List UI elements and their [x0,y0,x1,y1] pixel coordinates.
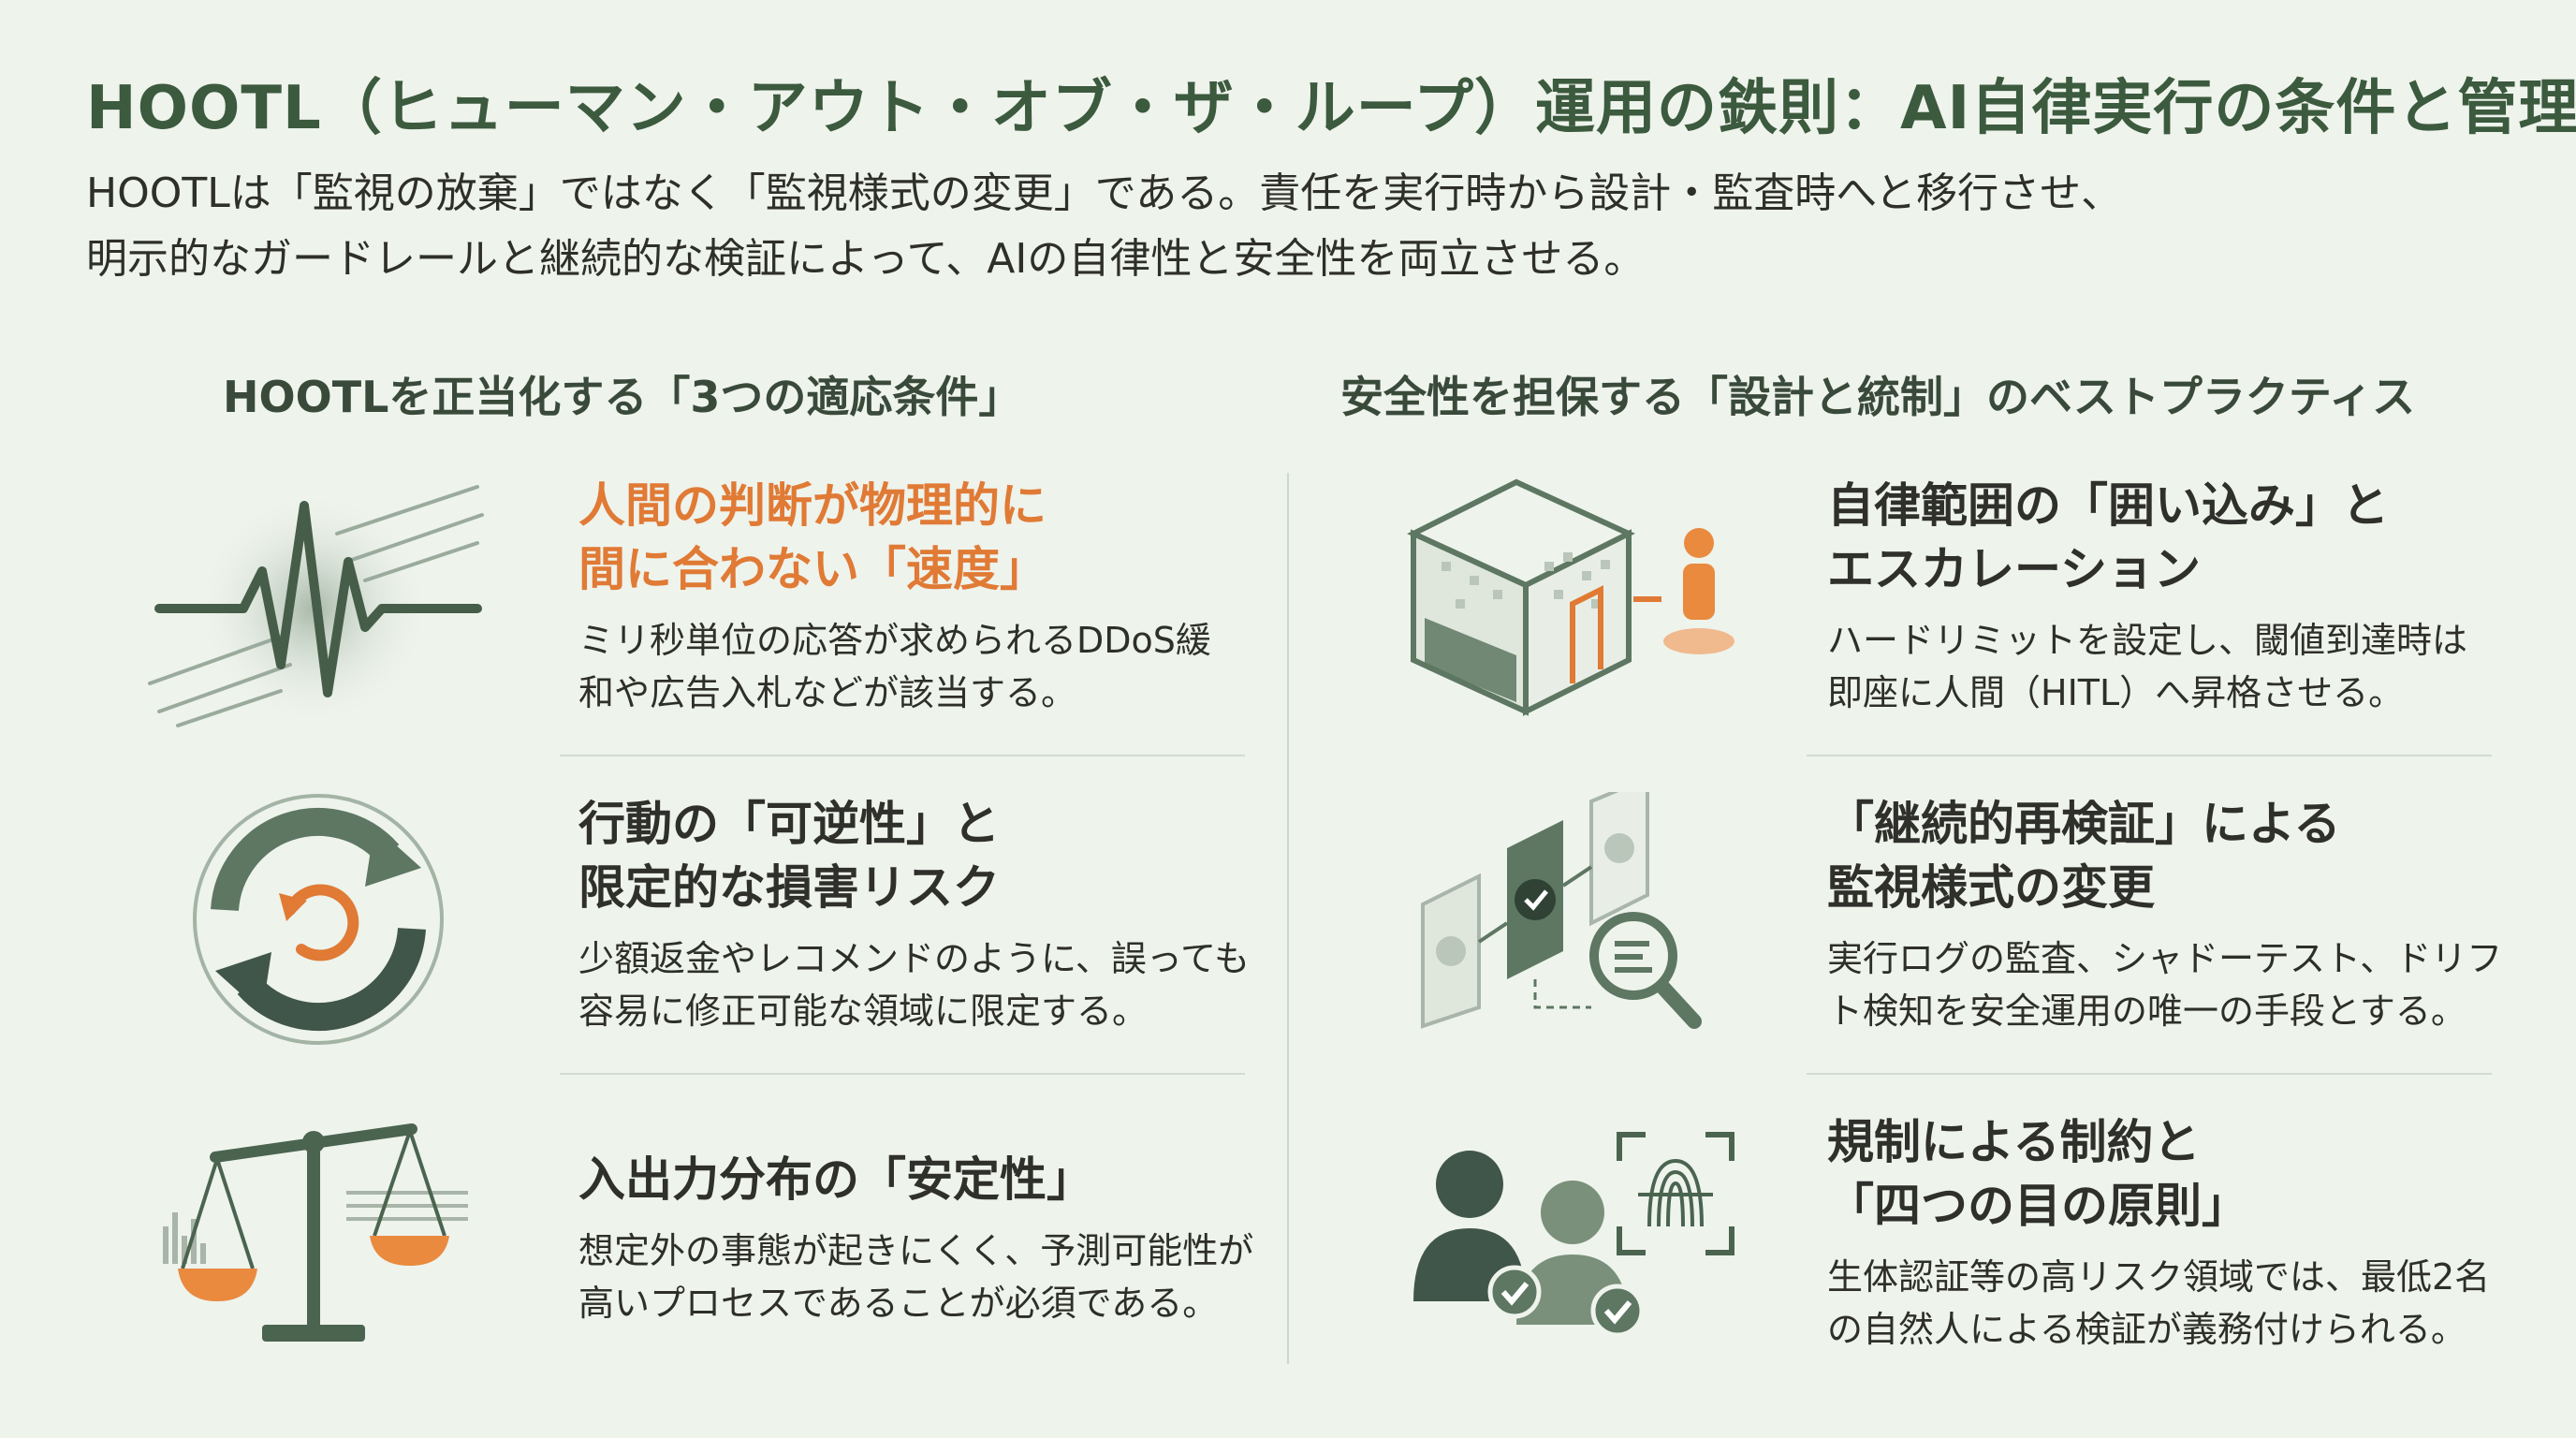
condition-stability: 入出力分布の「安定性」 想定外の事態が起きにくく、予測可能性が 高いプロセスであ… [578,1148,1253,1329]
subtitle-line-1: HOOTLは「監視の放棄」ではなく「監視様式の変更」である。責任を実行時から設計… [86,169,2123,217]
practice-bounding: 自律範囲の「囲い込み」と エスカレーション ハードリミットを設定し、閾値到達時は… [1827,474,2467,719]
condition-stability-desc: 想定外の事態が起きにくく、予測可能性が 高いプロセスであることが必須である。 [578,1230,1254,1324]
page-title: HOOTL（ヒューマン・アウト・オブ・ザ・ループ）運用の鉄則：AI自律実行の条件… [86,74,2576,143]
condition-speed-desc: ミリ秒単位の応答が求められるDDoS緩 和や広告入札などが該当する。 [578,620,1211,713]
condition-speed: 人間の判断が物理的に 間に合わない「速度」 ミリ秒単位の応答が求められるDDoS… [578,474,1211,719]
left-row-divider-1 [560,755,1245,756]
condition-reversibility: 行動の「可逆性」と 限定的な損害リスク 少額返金やレコメンドのように、誤っても … [578,792,1250,1037]
balance-scale-icon [159,1114,477,1357]
right-row-divider-2 [1807,1073,2492,1075]
practice-bounding-title: 自律範囲の「囲い込み」と エスカレーション [1827,478,2389,596]
practice-four-eyes: 規制による制約と 「四つの目の原則」 生体認証等の高リスク領域では、最低2名 の… [1827,1110,2490,1356]
bounded-cube-escalation-icon [1404,477,1741,730]
practice-revalidation: 「継続的再検証」による 監視様式の変更 実行ログの監査、シャドーテスト、ドリフ … [1827,792,2502,1037]
practice-revalidation-title: 「継続的再検証」による 監視様式の変更 [1827,797,2341,915]
log-audit-magnifier-icon [1413,775,1732,1045]
practice-bounding-desc: ハードリミットを設定し、閾値到達時は 即座に人間（HITL）へ昇格させる。 [1827,620,2468,713]
condition-speed-title: 人間の判断が物理的に 間に合わない「速度」 [578,478,1046,596]
reversible-cycle-icon [187,788,449,1050]
right-row-divider-1 [1807,755,2492,756]
left-row-divider-2 [560,1073,1245,1075]
condition-reversibility-title: 行動の「可逆性」と 限定的な損害リスク [578,797,1000,915]
column-divider [1287,473,1289,1364]
speed-waveform-icon [140,477,487,730]
left-column-heading: HOOTLを正当化する「3つの適応条件」 [223,372,1022,422]
condition-reversibility-desc: 少額返金やレコメンドのように、誤っても 容易に修正可能な領域に限定する。 [578,938,1251,1032]
two-person-fingerprint-icon [1404,1123,1741,1348]
practice-four-eyes-title: 規制による制約と 「四つの目の原則」 [1827,1115,2248,1233]
subtitle-line-2: 明示的なガードレールと継続的な検証によって、AIの自律性と安全性を両立させる。 [86,235,1646,283]
page-subtitle: HOOTLは「監視の放棄」ではなく「監視様式の変更」である。責任を実行時から設計… [86,161,2520,292]
right-column-heading: 安全性を担保する「設計と統制」のベストプラクティス [1340,372,2416,422]
condition-stability-title: 入出力分布の「安定性」 [578,1152,1093,1207]
practice-four-eyes-desc: 生体認証等の高リスク領域では、最低2名 の自然人による検証が義務付けられる。 [1827,1256,2491,1350]
practice-revalidation-desc: 実行ログの監査、シャドーテスト、ドリフ ト検知を安全運用の唯一の手段とする。 [1827,938,2503,1032]
